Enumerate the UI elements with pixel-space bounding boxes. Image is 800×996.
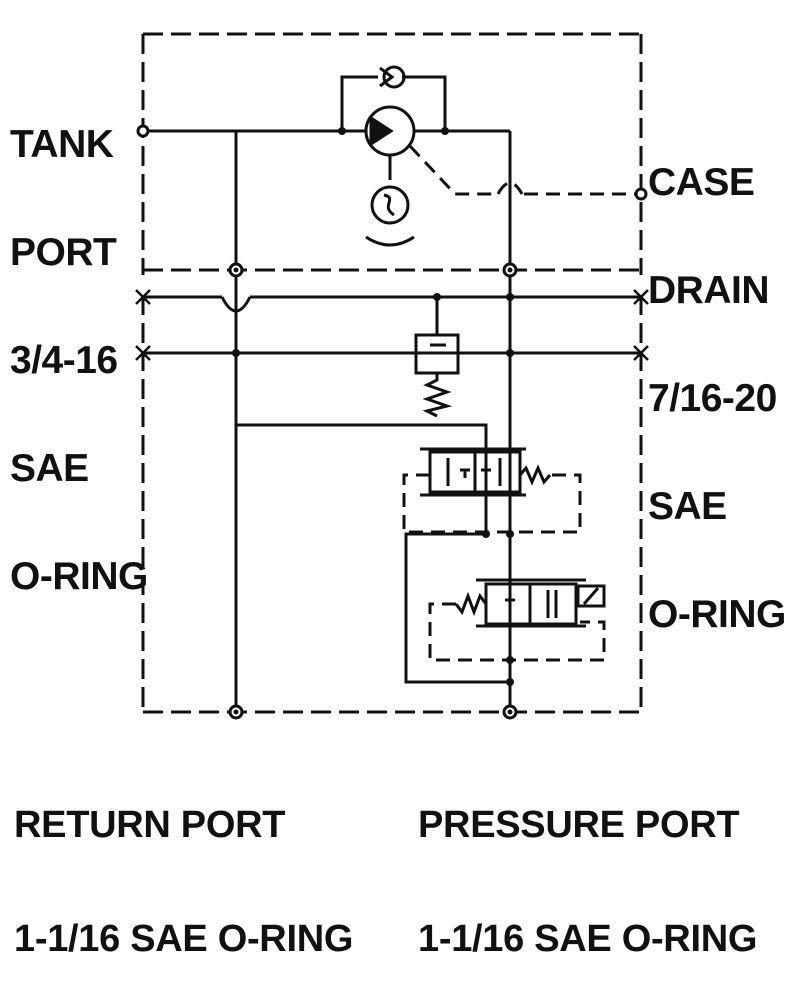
pressure-port-label: PRESSURE PORT 1-1/16 SAE O-RING — [418, 730, 757, 996]
case-drain-line-4: SAE — [648, 485, 727, 528]
tank-port-line-5: O-RING — [10, 555, 148, 598]
case-drain-line — [410, 146, 636, 194]
directional-valve-icon — [420, 449, 550, 495]
tank-port-line-2: PORT — [10, 231, 117, 274]
boundary-crosses — [136, 290, 648, 360]
pump-icon — [366, 107, 414, 180]
directional-valve-pilot — [404, 475, 580, 532]
return-port-label: RETURN PORT 1-1/16 SAE O-RING — [14, 730, 353, 996]
tank-line — [147, 131, 510, 712]
manifold-lines — [143, 297, 641, 353]
check-valve-icon — [342, 67, 445, 131]
case-drain-line-2: DRAIN — [648, 269, 769, 312]
junction-dots — [232, 127, 514, 686]
pressure-port-line-1: PRESSURE PORT — [418, 804, 740, 846]
motor-icon — [366, 187, 414, 245]
enclosure-boundary — [143, 34, 641, 712]
pilot-line — [236, 425, 486, 534]
case-drain-port-marker — [636, 189, 646, 199]
solenoid-valve-icon — [456, 580, 604, 626]
tank-port-line-4: SAE — [10, 447, 89, 490]
case-drain-label: CASE DRAIN 7/16-20 SAE O-RING — [648, 93, 786, 669]
hydraulic-schematic — [0, 0, 800, 868]
relief-valve-icon — [416, 297, 458, 416]
pressure-port-line-2: 1-1/16 SAE O-RING — [418, 918, 758, 960]
return-port-line-1: RETURN PORT — [14, 804, 286, 846]
tank-port-marker — [138, 126, 148, 136]
tank-port-line-3: 3/4-16 — [10, 339, 118, 382]
case-drain-line-1: CASE — [648, 161, 755, 204]
case-drain-line-5: O-RING — [648, 593, 786, 636]
return-port-line-2: 1-1/16 SAE O-RING — [14, 918, 354, 960]
tank-port-line-1: TANK — [10, 123, 114, 166]
case-drain-line-3: 7/16-20 — [648, 377, 777, 420]
solenoid-valve-pilot — [430, 604, 604, 660]
return-loop — [406, 534, 510, 682]
tank-port-label: TANK PORT 3/4-16 SAE O-RING — [10, 55, 148, 631]
